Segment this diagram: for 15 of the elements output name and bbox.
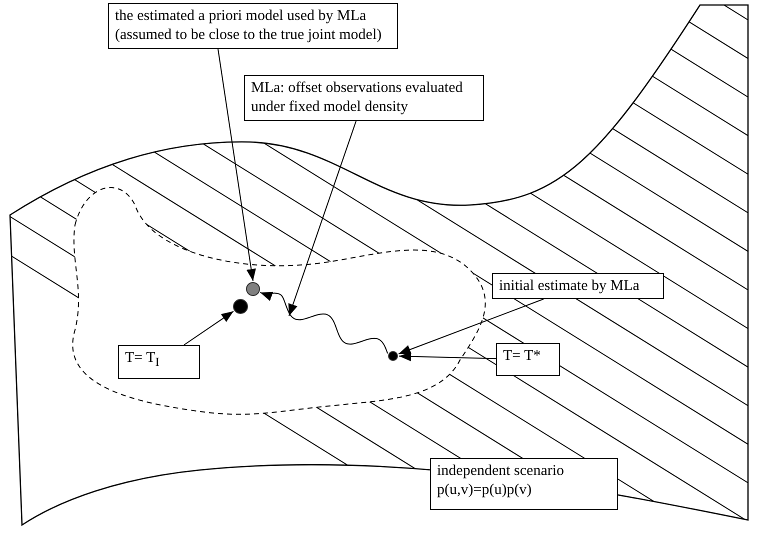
arrow — [183, 310, 234, 346]
label-box: T= T$_{I}$ — [118, 345, 200, 379]
arrow — [288, 120, 357, 316]
arrow — [398, 298, 544, 354]
point-marker — [233, 299, 248, 314]
point-marker — [388, 351, 398, 361]
label-box: T= T* — [496, 343, 560, 376]
arrow — [398, 352, 496, 362]
label-box: the estimated a priori model used by MLa (assumed to be close to the true joint model) — [108, 3, 398, 49]
label-box: initial estimate by MLa — [492, 273, 664, 299]
point-marker — [246, 282, 260, 296]
label-box: independent scenario p(u,v)=p(u)p(v) — [430, 458, 618, 510]
label-box: MLa: offset observations evaluated under fixed model density — [244, 75, 484, 121]
arrow — [218, 48, 256, 282]
wavy-arrow — [260, 292, 388, 354]
